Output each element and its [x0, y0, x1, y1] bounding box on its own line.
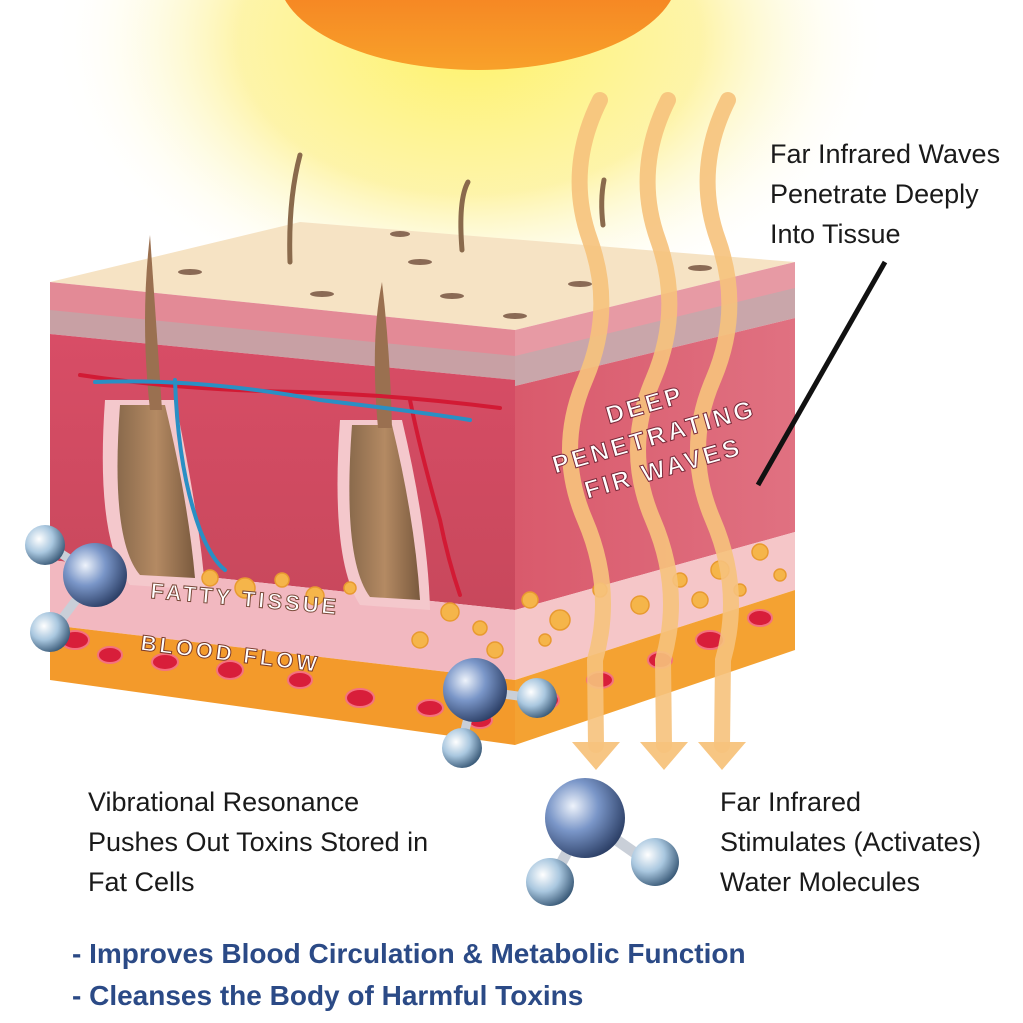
callout-fir-line: Into Tissue	[770, 219, 901, 249]
callout-water-line: Water Molecules	[720, 867, 921, 897]
fir-wave-arrowheads	[572, 742, 746, 770]
fir-wave-1-arrowhead	[572, 742, 620, 770]
benefit-cleanse: - Cleanses the Body of Harmful Toxins	[72, 980, 584, 1011]
fir-wave-1	[562, 92, 611, 753]
vein-branch	[173, 378, 227, 572]
hair-strands	[287, 152, 607, 265]
front-fat-layer	[50, 560, 515, 680]
fir-waves	[562, 92, 739, 753]
blood-vessels	[78, 373, 502, 597]
callout-fir-line: Penetrate Deeply	[770, 179, 979, 209]
front-epidermis-band	[50, 310, 515, 380]
hair-follicle-right	[337, 282, 430, 610]
callout-vibration: Vibrational Resonance Pushes Out Toxins …	[88, 782, 428, 902]
fir-wave-3-arrowhead	[698, 742, 746, 770]
artery-branch	[408, 398, 462, 597]
callout-water-line: Far Infrared	[720, 787, 862, 817]
callout-vibration-line: Fat Cells	[88, 867, 195, 897]
callout-vibration-line: Vibrational Resonance	[88, 787, 360, 817]
vein	[93, 379, 472, 422]
water-molecule-bottom	[526, 778, 679, 906]
pores	[178, 231, 712, 319]
callout-vibration-line: Pushes Out Toxins Stored in	[88, 827, 429, 857]
fir-wave-2	[630, 92, 679, 753]
callout-water: Far Infrared Stimulates (Activates) Wate…	[720, 782, 981, 902]
fir-leader-line	[755, 260, 888, 487]
water-molecule-left	[25, 525, 127, 652]
fir-wave-3	[690, 92, 739, 753]
sun-core	[285, 0, 671, 70]
benefit-circulation: - Improves Blood Circulation & Metabolic…	[72, 938, 746, 969]
callout-fir: Far Infrared Waves Penetrate Deeply Into…	[770, 134, 1000, 254]
fir-wave-2-arrowhead	[640, 742, 688, 770]
water-molecule-middle	[442, 658, 557, 768]
callout-water-line: Stimulates (Activates)	[720, 827, 982, 857]
callout-fir-line: Far Infrared Waves	[770, 139, 1001, 169]
